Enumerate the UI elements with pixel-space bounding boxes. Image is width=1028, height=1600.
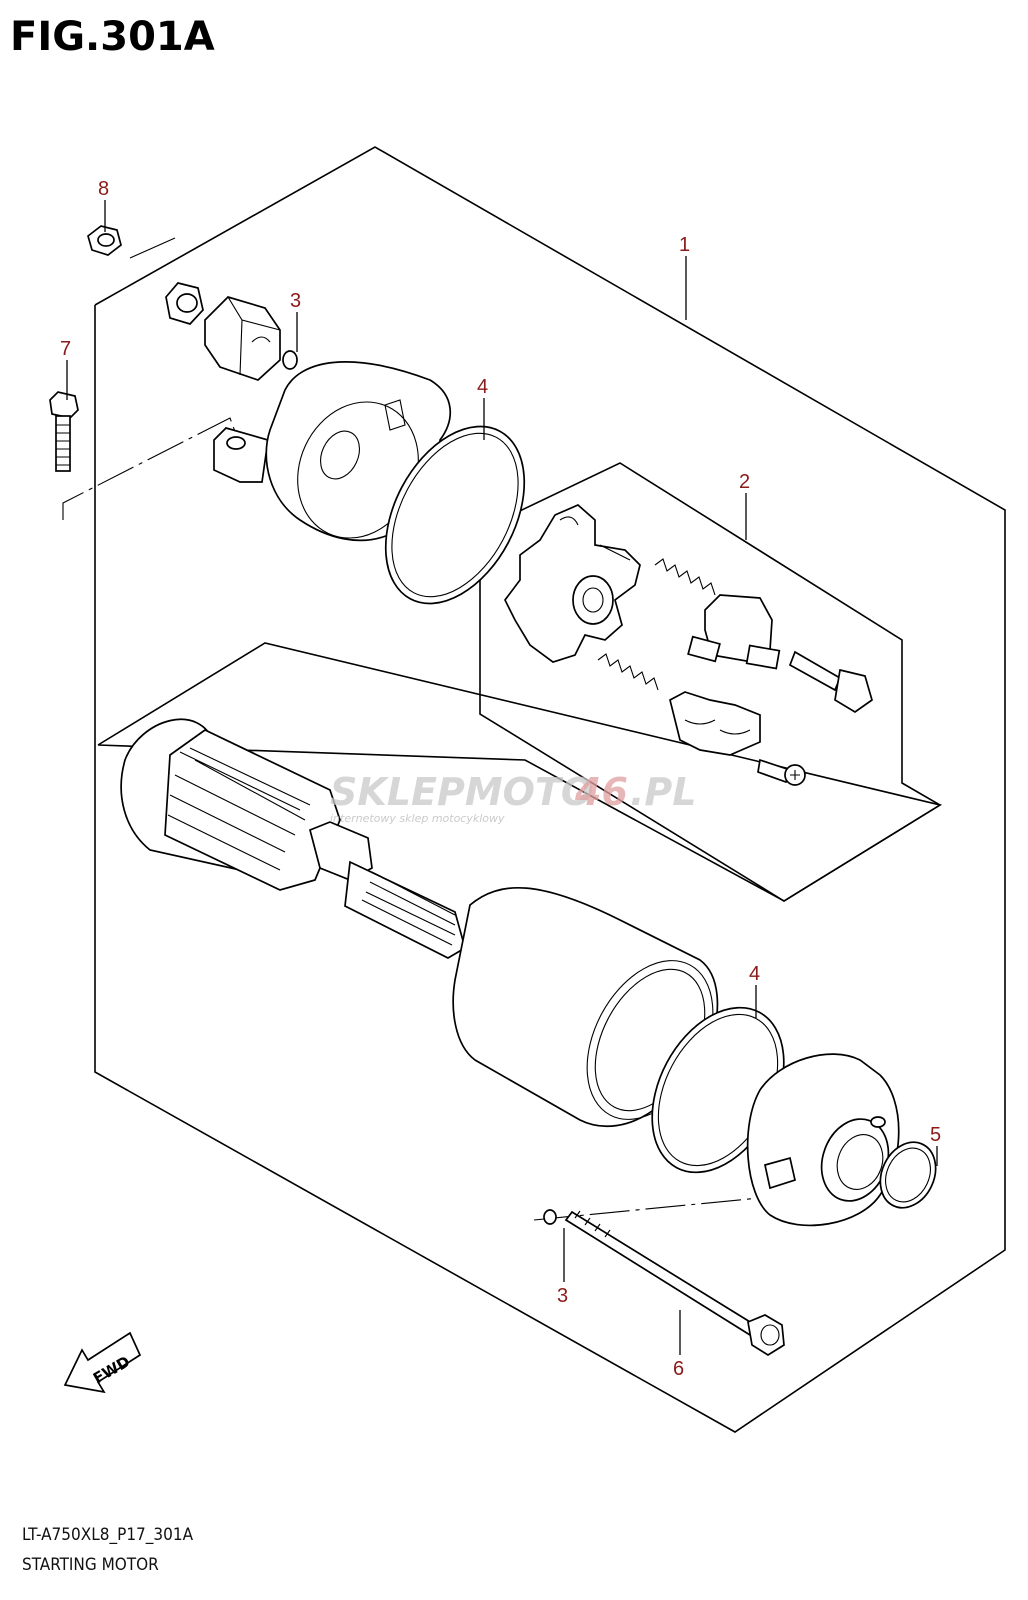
callout-2: 2 [739, 471, 750, 493]
armature-outline [97, 642, 943, 902]
figure-code: LT-A750XL8_P17_301A [22, 1525, 194, 1545]
watermark-tagline: internetowy sklep motocyklowy [330, 812, 505, 825]
o-ring-4-upper [384, 425, 526, 605]
brush-upper [687, 594, 781, 670]
watermark-brand-tld: .PL [630, 770, 697, 814]
figure-name: STARTING MOTOR [22, 1555, 159, 1575]
o-ring-3-upper [282, 350, 298, 370]
callout-3-upper: 3 [290, 290, 301, 312]
callout-5: 5 [930, 1124, 941, 1146]
nut-8 [87, 225, 122, 256]
callout-1: 1 [679, 234, 690, 256]
brush-spring-lower [597, 653, 659, 691]
callout-6: 6 [673, 1358, 684, 1380]
brush-holder-plate [504, 504, 641, 663]
callout-4-lower: 4 [749, 963, 760, 985]
watermark-brand: SKLEPMOTO [330, 770, 593, 814]
callout-7: 7 [60, 338, 71, 360]
callout-8: 8 [98, 178, 109, 200]
fwd-arrow-icon: FWD [63, 1331, 142, 1394]
assembly-outline [94, 146, 1006, 1433]
terminal-nut [165, 282, 204, 325]
brush-lower [669, 691, 761, 756]
armature [120, 718, 466, 959]
terminal-bolt [788, 650, 873, 714]
figure-title: FIG.301A [10, 14, 215, 60]
long-bolt-6 [564, 1210, 785, 1357]
washer-leader-line [533, 1193, 801, 1221]
brush-screw [757, 758, 806, 786]
nut-leader-line [129, 237, 176, 259]
o-ring-3-lower [543, 1209, 557, 1225]
brush-spring-upper [654, 558, 716, 596]
watermark-brand-accent: 46 [574, 770, 628, 814]
callout-4-upper: 4 [477, 376, 488, 398]
bolt-7 [49, 391, 79, 472]
watermark-logo: SKLEPMOTO 46 .PL internetowy sklep motoc… [330, 770, 697, 825]
brush-holder-outline [479, 462, 942, 902]
terminal-cap [204, 296, 281, 381]
front-cover [746, 1053, 900, 1227]
callout-3-lower: 3 [557, 1285, 568, 1307]
bolt-leader-line [62, 417, 241, 520]
